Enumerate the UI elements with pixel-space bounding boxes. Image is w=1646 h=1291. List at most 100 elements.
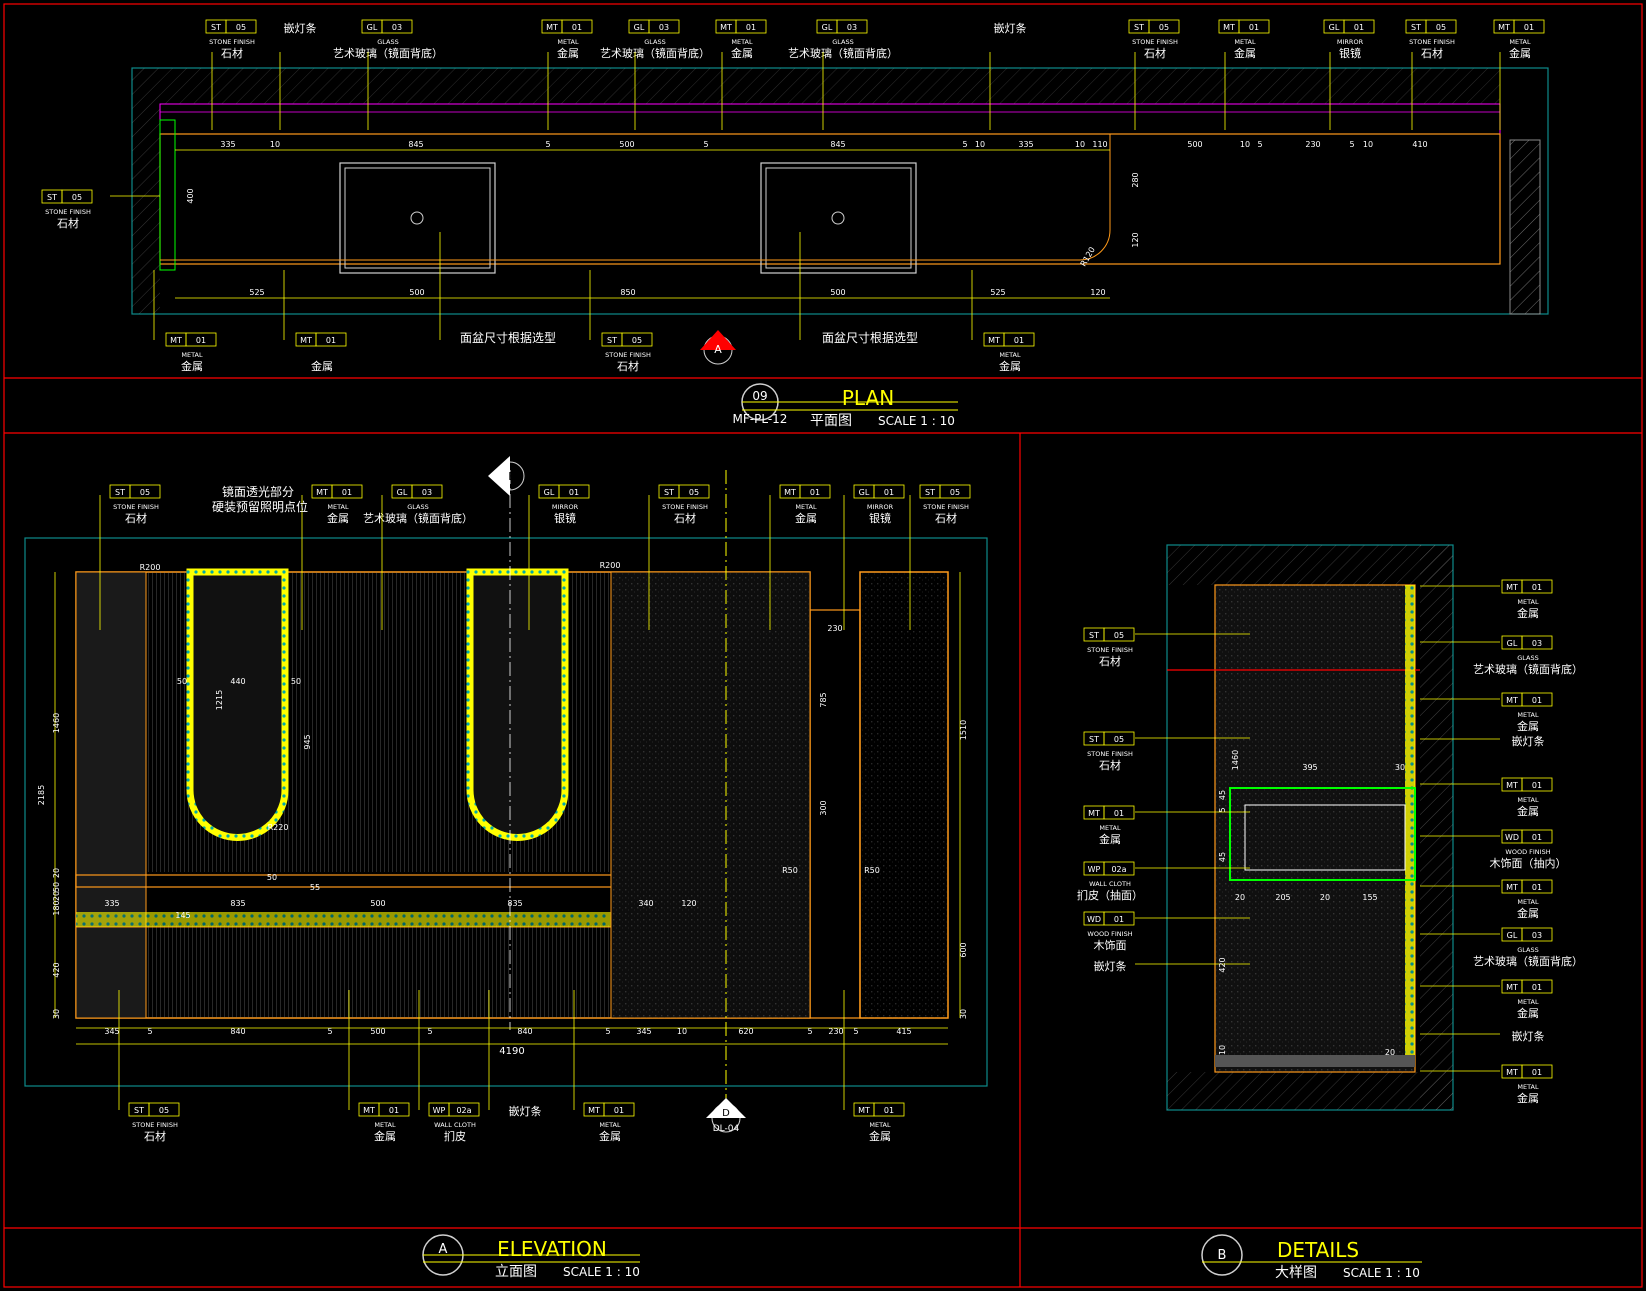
plan-tag-top-0-en: STONE FINISH bbox=[209, 38, 255, 46]
plan-dim-top-2: 845 bbox=[408, 140, 423, 149]
detail-tag-left-5-cn: 嵌灯条 bbox=[1094, 959, 1127, 973]
elev-dim-bottom-13: 5 bbox=[853, 1027, 858, 1036]
elevation-section-marker-bottom: D DL-04 bbox=[706, 1098, 746, 1134]
elev-tag-top-4-en: STONE FINISH bbox=[662, 503, 708, 511]
plan-tag-top-5-en: METAL bbox=[731, 38, 753, 46]
plan-dim-bottom-3: 500 bbox=[830, 288, 845, 297]
elev-tag-top-7-cn: 石材 bbox=[935, 511, 957, 525]
elev-tag-top-0-code: ST bbox=[115, 488, 125, 497]
detail-tag-right-7-code: GL bbox=[1507, 931, 1518, 940]
elev-dim-bottom-3: 5 bbox=[327, 1027, 332, 1036]
elev-dim-inner-10: R50 bbox=[782, 866, 798, 875]
detail-tag-right-0-en: METAL bbox=[1517, 598, 1539, 606]
elev-tag-bottom-2-code: WP bbox=[433, 1106, 446, 1115]
detail-tag-right-6-code: MT bbox=[1506, 883, 1518, 892]
plan-dim-top-1: 10 bbox=[270, 140, 280, 149]
detail-tag-right-4-num: 01 bbox=[1532, 781, 1542, 790]
elev-dim-inner-4: 945 bbox=[303, 734, 312, 749]
elev-dim-inner-15: 835 bbox=[507, 899, 522, 908]
elev-tag-top-6-num: 01 bbox=[884, 488, 894, 497]
plan-tag-top-4-cn: 艺术玻璃（镜面背底） bbox=[600, 46, 710, 60]
detail-tag-right-6-en: METAL bbox=[1517, 898, 1539, 906]
detail-dim-6: 45 bbox=[1218, 852, 1227, 862]
detail-dim-2: 30 bbox=[1395, 763, 1405, 772]
elev-dim-left-5: 180 bbox=[52, 900, 61, 915]
elev-tag-top-5-num: 01 bbox=[810, 488, 820, 497]
elevation-note-2: 硬装预留照明点位 bbox=[212, 499, 308, 514]
detail-tag-right-8-cn: 金属 bbox=[1517, 1006, 1539, 1020]
detail-tag-right-1-num: 03 bbox=[1532, 639, 1542, 648]
plan-scale: SCALE 1 : 10 bbox=[878, 414, 955, 428]
plan-tag-top-11-en: STONE FINISH bbox=[1409, 38, 1455, 46]
detail-tag-right-1-code: GL bbox=[1507, 639, 1518, 648]
plan-tag-left-code: ST bbox=[47, 193, 57, 202]
elev-tag-top-3-code: GL bbox=[544, 488, 555, 497]
plan-dim-top-9: 335 bbox=[1018, 140, 1033, 149]
elev-dim-inner-11: R50 bbox=[864, 866, 880, 875]
plan-tag-top-3-num: 01 bbox=[572, 23, 582, 32]
elev-dim-inner-12: 335 bbox=[104, 899, 119, 908]
elev-dim-inner-2: 440 bbox=[230, 677, 245, 686]
elev-tag-bottom-5-cn: 金属 bbox=[869, 1129, 891, 1143]
detail-tag-right-9-cn: 嵌灯条 bbox=[1512, 1029, 1545, 1043]
plan-tag-top-3-code: MT bbox=[546, 23, 558, 32]
elev-tag-bottom-4-code: MT bbox=[588, 1106, 600, 1115]
elev-dim-left-2: 20 bbox=[52, 868, 61, 878]
elev-dim-bottom-12: 230 bbox=[828, 1027, 843, 1036]
plan-tag-top-2-code: GL bbox=[367, 23, 378, 32]
plan-tag-top-5-code: MT bbox=[720, 23, 732, 32]
detail-tag-left-4-cn: 木饰面 bbox=[1094, 938, 1127, 952]
detail-tag-right-10-en: METAL bbox=[1517, 1083, 1539, 1091]
elev-tag-top-4-num: 05 bbox=[689, 488, 699, 497]
plan-tag-top-7-cn: 嵌灯条 bbox=[994, 21, 1027, 35]
detail-tag-right-6-cn: 金属 bbox=[1517, 906, 1539, 920]
elev-tag-top-7-num: 05 bbox=[950, 488, 960, 497]
elev-tag-top-0-num: 05 bbox=[140, 488, 150, 497]
plan-tag-bottom-3-code: MT bbox=[988, 336, 1000, 345]
detail-tag-left-0-num: 05 bbox=[1114, 631, 1124, 640]
plan-tag-top-9-en: METAL bbox=[1234, 38, 1256, 46]
plan-tag-top-7: 嵌灯条 bbox=[989, 21, 1027, 130]
plan-title-cn: 平面图 bbox=[810, 413, 852, 429]
elev-tag-bottom-2-num: 02a bbox=[456, 1106, 471, 1115]
plan-tag-left-cn: 石材 bbox=[57, 216, 79, 230]
elevation-section-bottom-label: D bbox=[722, 1108, 730, 1119]
elev-tag-top-2-cn: 艺术玻璃（镜面背底） bbox=[363, 511, 473, 525]
elev-tag-bottom-0-en: STONE FINISH bbox=[132, 1121, 178, 1129]
plan-tag-bottom-2-code: ST bbox=[607, 336, 617, 345]
detail-tag-left-4-en: WOOD FINISH bbox=[1087, 930, 1132, 938]
detail-tag-left-2-num: 01 bbox=[1114, 809, 1124, 818]
elev-dim-inner-3: 1215 bbox=[215, 690, 224, 710]
detail-dim-11: 10 bbox=[1218, 1045, 1227, 1055]
plan-tag-bottom-0-num: 01 bbox=[196, 336, 206, 345]
elev-dim-bottom-2: 840 bbox=[230, 1027, 245, 1036]
plan-dim-top-5: 5 bbox=[703, 140, 708, 149]
plan-tag-top-10-num: 01 bbox=[1354, 23, 1364, 32]
plan-dim-top-4: 500 bbox=[619, 140, 634, 149]
plan-dim-side-1: 280 bbox=[1131, 172, 1140, 187]
elev-dim-left-1: 2185 bbox=[37, 785, 46, 805]
plan-notes: 面盆尺寸根据选型 面盆尺寸根据选型 bbox=[439, 232, 918, 345]
plan-tag-bottom-2-num: 05 bbox=[632, 336, 642, 345]
detail-tag-left-2-cn: 金属 bbox=[1099, 832, 1121, 846]
elev-tag-top-5-en: METAL bbox=[795, 503, 817, 511]
elev-tag-bottom-4-num: 01 bbox=[614, 1106, 624, 1115]
elev-tag-top-3-cn: 银镜 bbox=[554, 511, 576, 525]
plan-tag-top-8-cn: 石材 bbox=[1144, 46, 1166, 60]
